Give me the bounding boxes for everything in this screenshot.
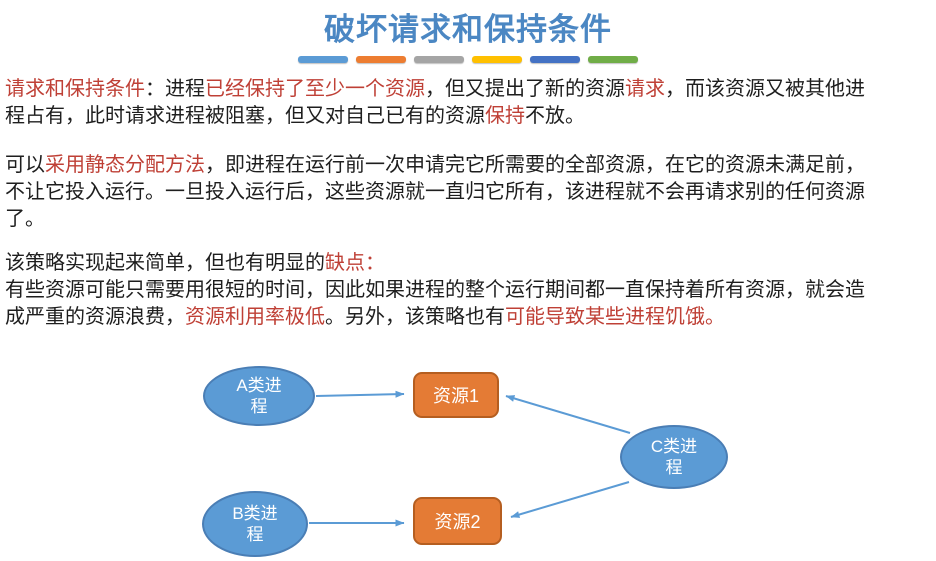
diagram-node-process-b: B类进 程 xyxy=(202,491,308,557)
node-label-line: B类进 xyxy=(232,504,278,523)
node-label-line: A类进 xyxy=(236,376,282,395)
diagram-node-process-c: C类进 程 xyxy=(620,425,728,489)
diagram-node-process-a: A类进 程 xyxy=(203,366,315,426)
text-segment: 请求 xyxy=(625,78,665,100)
paragraph-request-hold-definition: 请求和保持条件：进程已经保持了至少一个资源，但又提出了新的资源请求，而该资源又被… xyxy=(5,76,933,130)
node-label-line: 程 xyxy=(665,458,683,477)
node-label-line: C类进 xyxy=(650,437,698,456)
divider-bar xyxy=(472,56,522,63)
text-segment: 采用静态分配方法 xyxy=(45,154,205,176)
paragraph-static-allocation: 可以采用静态分配方法，即进程在运行前一次申请完它所需要的全部资源，在它的资源未满… xyxy=(5,152,933,233)
text-segment: 资源利用率极低 xyxy=(185,306,325,328)
node-label: 资源1 xyxy=(432,386,479,406)
text-segment: 请求和保持条件 xyxy=(5,78,145,100)
text-segment: 可以 xyxy=(5,154,45,176)
text-segment: ，而该资源又被其他进 程占有，此时请求进程被阻塞，但又对自己已有的资源 xyxy=(5,78,865,127)
paragraph-drawback-detail: 有些资源可能只需要用很短的时间，因此如果进程的整个运行期间都一直保持着所有资源，… xyxy=(5,277,933,331)
text-segment: 。另外，该策略也有 xyxy=(325,306,505,328)
paragraph-drawback-intro: 该策略实现起来简单，但也有明显的缺点： xyxy=(5,250,933,277)
page-title: 破坏请求和保持条件 xyxy=(324,12,612,47)
text-segment: ，但又提出了新的资源 xyxy=(425,78,625,100)
divider-bar xyxy=(588,56,638,63)
divider-bar xyxy=(298,56,348,63)
divider-bar xyxy=(414,56,464,63)
text-segment: 不放。 xyxy=(525,105,585,127)
text-segment: 有些资源可能只需要用很短的时间，因此如果进程的整个运行期间都一直保持着所有资源，… xyxy=(5,279,865,328)
text-segment: 已经保持了至少一个资源 xyxy=(205,78,425,100)
node-label-line: 程 xyxy=(250,397,268,416)
text-segment: 缺点： xyxy=(325,252,385,274)
node-label-line: 程 xyxy=(246,525,264,544)
diagram-node-resource-1: 资源1 xyxy=(413,372,499,418)
edge-procC-res1 xyxy=(505,395,631,434)
diagram-node-resource-2: 资源2 xyxy=(413,497,502,545)
edge-procA-res1 xyxy=(315,390,405,398)
text-segment: 该策略实现起来简单，但也有明显的 xyxy=(5,252,325,274)
divider-bar xyxy=(530,56,580,63)
text-segment: ：进程 xyxy=(145,78,205,100)
text-segment: ，即进程在运行前一次申请完它所需要的全部资源，在它的资源未满足前， 不让它投入运… xyxy=(5,154,865,230)
divider-bar xyxy=(356,56,406,63)
text-segment: 可能导致某些进程饥饿。 xyxy=(505,306,725,328)
edge-procC-res2 xyxy=(510,481,630,518)
title-divider xyxy=(0,56,936,63)
text-segment: 保持 xyxy=(485,105,525,127)
node-label: 资源2 xyxy=(434,512,481,532)
